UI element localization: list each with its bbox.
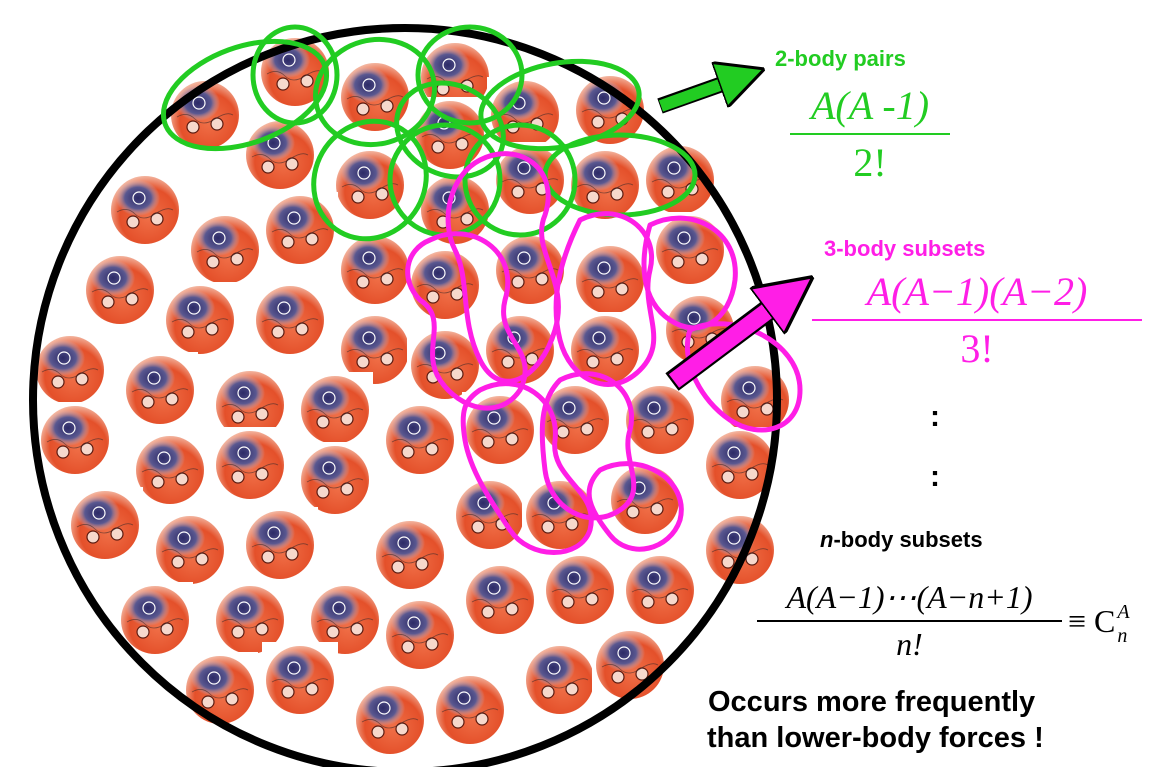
nucleon (382, 597, 458, 673)
two-body-numerator: A(A -1) (810, 83, 930, 128)
nucleon (332, 147, 408, 223)
nucleon (212, 427, 288, 503)
nucleon (337, 59, 413, 135)
nucleon (107, 172, 183, 248)
nucleon (592, 627, 668, 703)
nucleon (297, 442, 373, 518)
nucleon (702, 512, 778, 588)
equiv-c: ≡ C (1068, 603, 1116, 639)
n-body-label-rest: -body subsets (833, 527, 983, 552)
nucleon (452, 477, 528, 553)
n-body-denominator: n! (896, 626, 923, 662)
nucleon (542, 552, 618, 628)
three-body-denominator: 3! (960, 326, 994, 371)
two-body-pair-loop (250, 24, 340, 126)
binomial-sup: A (1117, 600, 1130, 623)
three-body-fraction-bar (812, 319, 1142, 321)
two-body-pair-loop (311, 118, 429, 242)
nucleon (132, 432, 208, 508)
nucleon (37, 402, 113, 478)
two-body-denominator: 2! (853, 140, 887, 185)
nucleon (242, 117, 318, 193)
nucleon (262, 642, 338, 718)
nucleon (32, 332, 108, 408)
two-body-label: 2-body pairs (775, 46, 906, 71)
nucleon (652, 212, 728, 288)
three-body-arrow-fill (668, 294, 790, 388)
nucleus-boundary (29, 24, 781, 767)
nucleon (117, 582, 193, 658)
nucleon (337, 232, 413, 308)
nucleon (352, 682, 428, 758)
binomial-sub: n (1117, 624, 1128, 647)
three-body-label: 3-body subsets (824, 236, 986, 261)
nucleon (82, 252, 158, 328)
nucleon (337, 312, 413, 388)
nucleon (297, 372, 373, 448)
two-body-fraction-bar (790, 133, 950, 135)
conclusion-line-1: Occurs more frequently (708, 686, 1036, 718)
nucleon (162, 282, 238, 358)
n-body-fraction-bar (757, 620, 1062, 622)
nucleon (182, 652, 258, 728)
nucleon (702, 427, 778, 503)
two-body-formula: A(A -1) 2! (790, 82, 950, 186)
two-body-arrow-fill (658, 77, 742, 112)
nucleon (152, 512, 228, 588)
nucleon (407, 247, 483, 323)
n-body-label-n: n (820, 527, 834, 552)
ellipsis-dots-lower: : (930, 460, 940, 493)
nucleon (572, 242, 648, 318)
three-body-subset-loop (405, 231, 528, 411)
nucleon (622, 382, 698, 458)
nucleon (252, 282, 328, 358)
nucleon (522, 642, 598, 718)
nucleon (622, 552, 698, 628)
three-body-subset-loop (539, 371, 637, 521)
three-body-subset-loop (460, 381, 594, 555)
three-body-subset-loop (586, 461, 684, 552)
two-body-pair-loop (462, 122, 578, 238)
nucleon (242, 507, 318, 583)
nucleon (212, 582, 288, 658)
ellipsis-dots-upper: : (930, 400, 940, 433)
nucleon (372, 517, 448, 593)
nucleon (432, 672, 508, 748)
nucleon (67, 487, 143, 563)
conclusion-line-2: than lower-body forces ! (707, 722, 1044, 754)
nucleon (462, 562, 538, 638)
nucleon (122, 352, 198, 428)
two-body-pair-loop (313, 36, 437, 148)
three-body-numerator: A(A−1)(A−2) (866, 269, 1088, 314)
three-body-subset-loop (641, 215, 738, 331)
nucleon (607, 462, 683, 538)
n-body-label: n-body subsets (820, 527, 983, 553)
nucleon (262, 192, 338, 268)
n-body-numerator: A(A−1)⋯(A−n+1) (786, 579, 1033, 615)
n-body-formula: A(A−1)⋯(A−n+1) n! (757, 578, 1062, 663)
nucleon (187, 212, 263, 288)
nucleon (382, 402, 458, 478)
three-body-formula: A(A−1)(A−2) 3! (812, 268, 1142, 372)
